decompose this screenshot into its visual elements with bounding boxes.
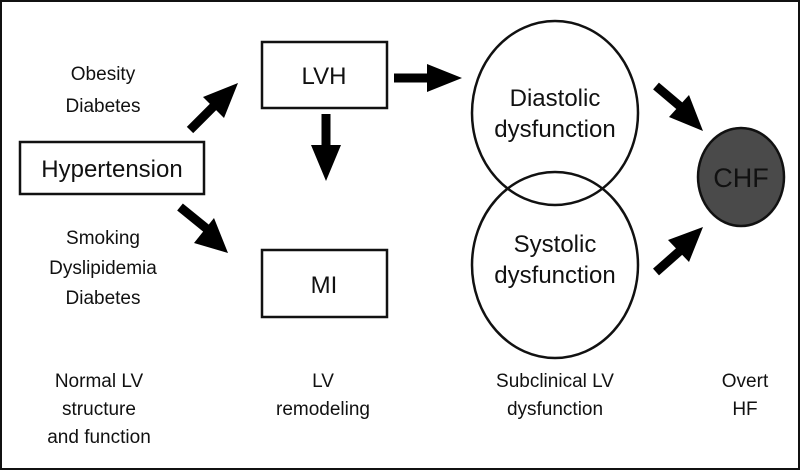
node-chf: CHF bbox=[696, 126, 786, 228]
diastolic-ellipse bbox=[470, 19, 640, 207]
stage-label-line: Subclinical LV bbox=[496, 371, 614, 392]
arrow-diastolic-to-chf bbox=[653, 82, 703, 131]
hypertension-box bbox=[18, 140, 206, 196]
diastolic-label-line1: Diastolic bbox=[510, 85, 601, 112]
chf-label: CHF bbox=[713, 163, 769, 193]
stage-label-line: Overt bbox=[722, 371, 769, 392]
arrows bbox=[177, 64, 703, 276]
stage-label-line: remodeling bbox=[276, 399, 370, 420]
stage-label-line: structure bbox=[62, 399, 136, 420]
arrow-head bbox=[668, 227, 703, 262]
stage-subclinical-lv-dysfunction: Subclinical LV dysfunction bbox=[496, 371, 614, 420]
mi-box bbox=[260, 248, 389, 319]
systolic-label-line1: Systolic bbox=[514, 231, 597, 258]
lvh-box bbox=[260, 40, 389, 110]
arrow-hypertension-to-lvh bbox=[186, 83, 238, 134]
arrow-hypertension-to-mi bbox=[177, 203, 228, 253]
mi-label: MI bbox=[311, 272, 338, 299]
chf-ellipse bbox=[696, 126, 786, 228]
arrow-lvh-to-diastolic bbox=[394, 64, 462, 92]
diastolic-label-line2: dysfunction bbox=[494, 116, 615, 143]
node-lvh: LVH bbox=[260, 40, 389, 110]
risk-factor-diabetes: Diabetes bbox=[66, 96, 141, 117]
risk-factors-mi: Smoking Dyslipidemia Diabetes bbox=[49, 228, 157, 309]
stage-lv-remodeling: LV remodeling bbox=[276, 371, 370, 420]
arrow-head bbox=[311, 145, 341, 181]
node-diastolic-dysfunction: Diastolic dysfunction bbox=[470, 19, 640, 207]
arrow-systolic-to-chf bbox=[653, 227, 703, 276]
risk-factor-obesity: Obesity bbox=[71, 64, 136, 85]
risk-factor-dyslipidemia: Dyslipidemia bbox=[49, 258, 157, 279]
node-mi: MI bbox=[260, 248, 389, 319]
arrow-shaft bbox=[653, 245, 685, 276]
risk-factor-diabetes-2: Diabetes bbox=[66, 288, 141, 309]
systolic-label-line2: dysfunction bbox=[494, 262, 615, 289]
hypertension-label: Hypertension bbox=[41, 156, 182, 183]
stage-labels: Normal LV structure and function LV remo… bbox=[47, 371, 769, 448]
arrow-head bbox=[194, 218, 228, 253]
stage-label-line: Normal LV bbox=[55, 371, 144, 392]
node-systolic-dysfunction: Systolic dysfunction bbox=[470, 170, 640, 360]
arrow-lvh-to-mi bbox=[311, 114, 341, 181]
node-hypertension: Hypertension bbox=[18, 140, 206, 196]
risk-factors-lvh: Obesity Diabetes bbox=[66, 64, 141, 117]
arrow-head bbox=[427, 64, 462, 92]
stage-overt-hf: Overt HF bbox=[722, 371, 769, 420]
stage-label-line: dysfunction bbox=[507, 399, 603, 420]
stage-normal-lv: Normal LV structure and function bbox=[47, 371, 151, 448]
lvh-label: LVH bbox=[302, 63, 347, 90]
arrow-shaft bbox=[653, 82, 685, 112]
stage-label-line: and function bbox=[47, 427, 151, 448]
stage-label-line: LV bbox=[312, 371, 334, 392]
arrow-head bbox=[203, 83, 238, 118]
systolic-ellipse bbox=[470, 170, 640, 360]
stage-label-line: HF bbox=[732, 399, 757, 420]
arrow-head bbox=[669, 95, 703, 131]
risk-factor-smoking: Smoking bbox=[66, 228, 140, 249]
